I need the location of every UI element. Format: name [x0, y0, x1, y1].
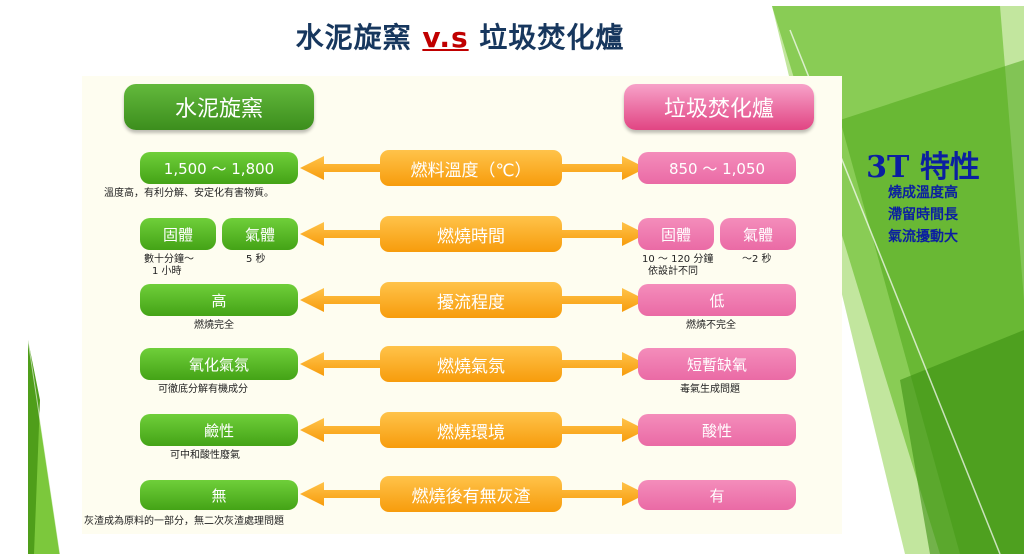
incinerator-ash-value: 有 [638, 480, 796, 510]
cement-ash-value: 無 [140, 480, 298, 510]
comparison-panel: 水泥旋窯 垃圾焚化爐 1,500 ～ 1,800 燃料溫度（℃） 850 ～ 1… [82, 76, 842, 534]
cement-gas-time: 5 秒 [246, 254, 266, 265]
criterion-fuel-temperature: 燃料溫度（℃） [380, 150, 562, 186]
cement-environment-value: 鹼性 [140, 414, 298, 446]
incinerator-environment-value: 酸性 [638, 414, 796, 446]
criterion-environment: 燃燒環境 [380, 412, 562, 448]
criterion-turbulence: 擾流程度 [380, 282, 562, 318]
cement-gas-label: 氣體 [222, 218, 298, 250]
cement-solid-time-line2: 1 小時 [152, 266, 182, 277]
cement-environment-note: 可中和酸性廢氣 [170, 450, 240, 461]
cement-solid-label: 固體 [140, 218, 216, 250]
header-cement-kiln: 水泥旋窯 [124, 84, 314, 130]
title-vs: v.s [422, 21, 469, 54]
header-incinerator: 垃圾焚化爐 [624, 84, 814, 130]
incinerator-turbulence-note: 燃燒不完全 [686, 320, 736, 331]
cement-turbulence-value: 高 [140, 284, 298, 316]
cement-atmosphere-value: 氧化氣氛 [140, 348, 298, 380]
slide-title: 水泥旋窯 v.s 垃圾焚化爐 [295, 21, 625, 54]
incinerator-gas-label: 氣體 [720, 218, 796, 250]
cement-temperature-value: 1,500 ～ 1,800 [140, 152, 298, 184]
cement-ash-note: 灰渣成為原料的一部分，無二次灰渣處理問題 [84, 516, 284, 527]
criterion-burning-time: 燃燒時間 [380, 216, 562, 252]
incinerator-atmosphere-value: 短暫缺氧 [638, 348, 796, 380]
side-line-temperature: 燒成溫度高 [888, 185, 958, 201]
cement-temperature-note: 溫度高，有利分解、安定化有害物質。 [104, 188, 274, 199]
cement-atmosphere-note: 可徹底分解有機成分 [158, 384, 248, 395]
incinerator-solid-label: 固體 [638, 218, 714, 250]
incinerator-solid-time-line1: 10 ～ 120 分鐘 [642, 254, 714, 265]
incinerator-turbulence-value: 低 [638, 284, 796, 316]
side-line-turbulence: 氣流擾動大 [888, 229, 958, 245]
criterion-ash-residue: 燃燒後有無灰渣 [380, 476, 562, 512]
side-line-residence-time: 滯留時間長 [888, 207, 958, 223]
incinerator-atmosphere-note: 毒氣生成問題 [680, 384, 740, 395]
cement-turbulence-note: 燃燒完全 [194, 320, 234, 331]
side-3t-title: 3T 特性 [866, 150, 980, 185]
incinerator-gas-time: ～2 秒 [742, 254, 772, 265]
incinerator-temperature-value: 850 ～ 1,050 [638, 152, 796, 184]
criterion-atmosphere: 燃燒氣氛 [380, 346, 562, 382]
cement-solid-time-line1: 數十分鐘～ [144, 254, 194, 265]
incinerator-solid-time-line2: 依設計不同 [648, 266, 698, 277]
